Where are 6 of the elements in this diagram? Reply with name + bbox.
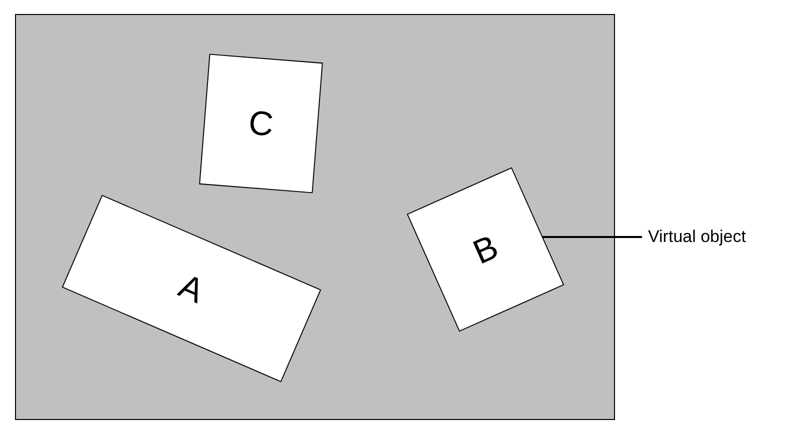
object-letter: A [173,266,209,310]
object-letter: C [247,104,275,142]
surface-area [15,14,615,420]
callout-text: Virtual object [648,227,746,247]
leader-line [542,236,642,238]
object-letter: B [467,228,503,270]
